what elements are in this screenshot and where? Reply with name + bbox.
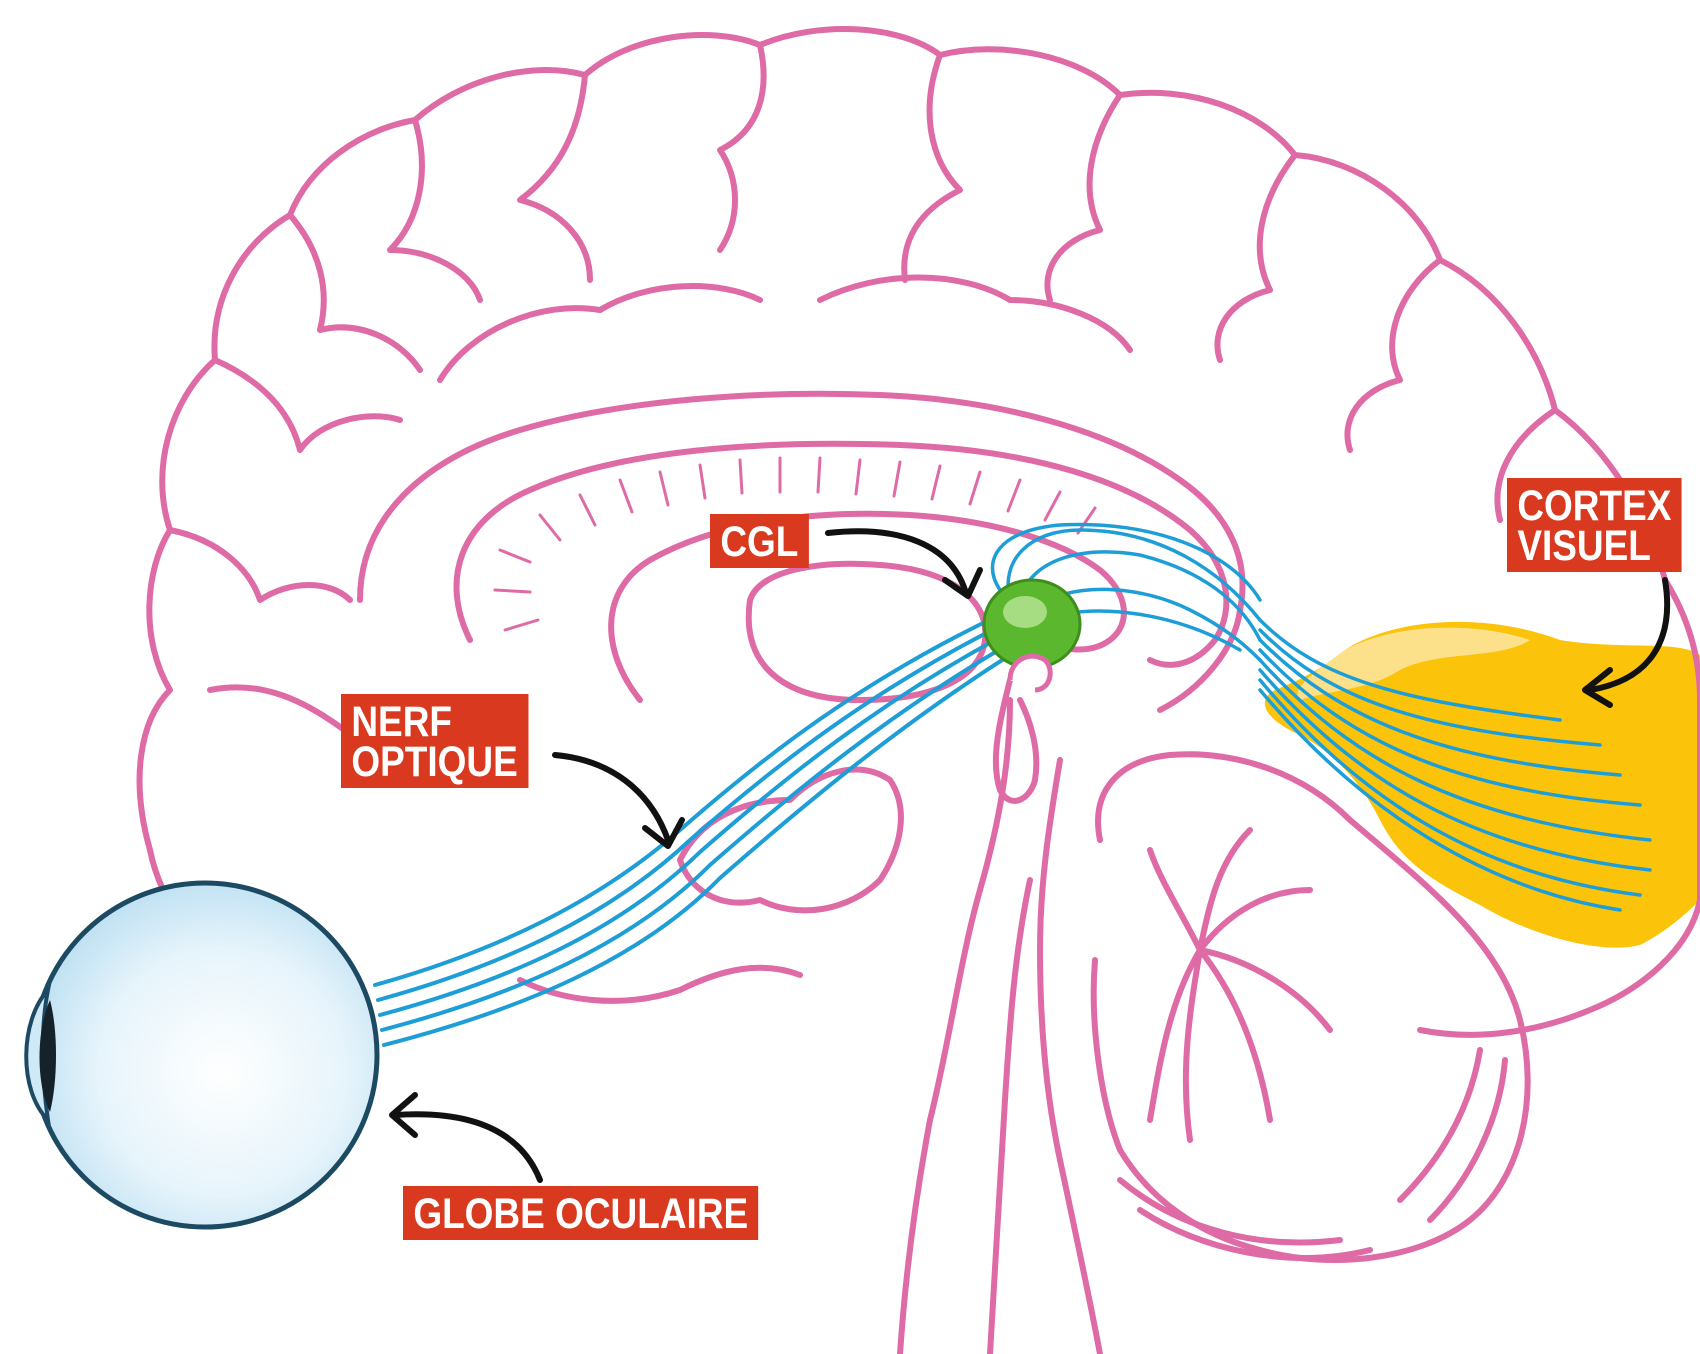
cerebellum-folia (1120, 1050, 1505, 1258)
gyrus-line (215, 360, 400, 450)
gyrus-line (520, 75, 590, 280)
label-cortex-visuel: CORTEX VISUEL (1507, 478, 1682, 572)
arrow-globe (395, 1114, 540, 1180)
gyrus-line (390, 120, 480, 300)
gyrus-line (170, 530, 350, 600)
cerebellum-arbor (1150, 830, 1330, 1140)
optic-radiation-fibers (993, 524, 1651, 910)
label-globe-oculaire: GLOBE OCULAIRE (403, 1186, 759, 1240)
gyrus-line (440, 286, 760, 380)
gyrus-line (720, 45, 764, 250)
gyrus-line (904, 55, 960, 280)
cgl-nucleus (984, 580, 1080, 690)
gyrus-line (1347, 260, 1440, 450)
brainstem-outline (1040, 760, 1100, 1354)
label-cgl: CGL (710, 514, 809, 568)
label-nerf-optique: NERF OPTIQUE (341, 694, 528, 788)
eyeball-globe (33, 883, 377, 1227)
eyeball (26, 883, 377, 1227)
arrow-nerf (555, 755, 668, 840)
brainstem-inner (990, 880, 1030, 1354)
gyrus-line (1217, 155, 1295, 360)
corpus-callosum-outer (457, 444, 1227, 665)
gyrus-line (1047, 95, 1120, 300)
gyrus-line (820, 278, 1130, 351)
